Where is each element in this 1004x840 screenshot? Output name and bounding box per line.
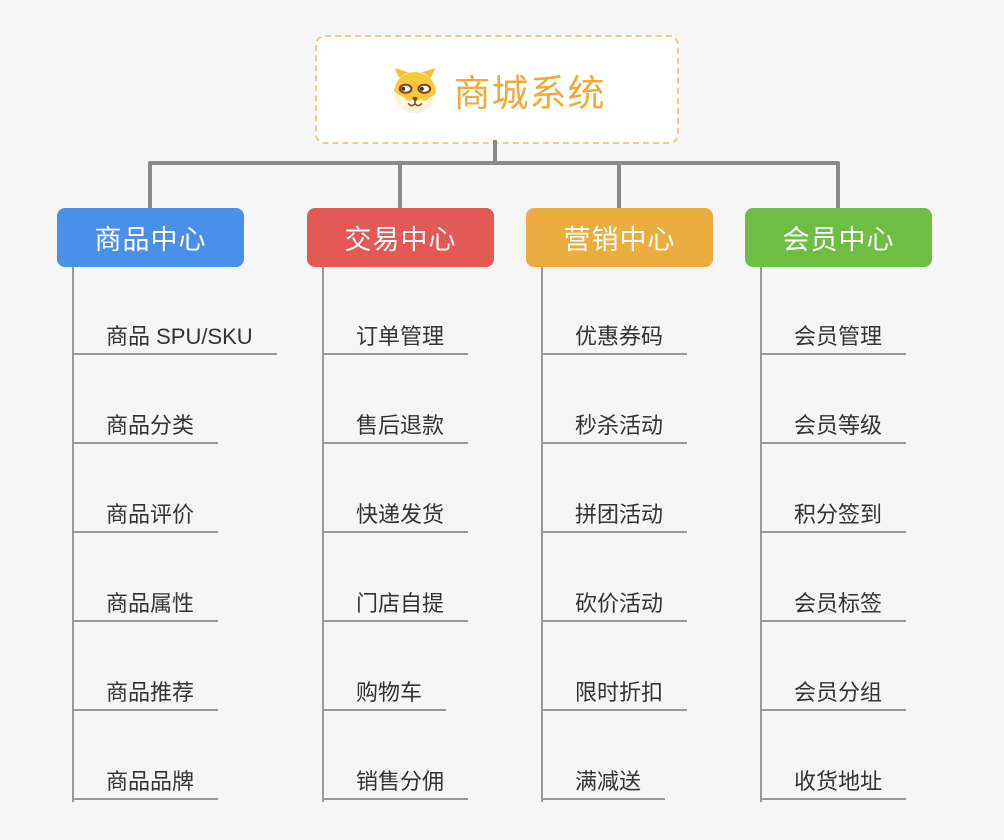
tree-item[interactable]: 快递发货 [322,499,469,533]
branch-spine [322,267,324,802]
branch-member-center: 会员中心 会员管理 会员等级 积分签到 会员标签 会员分组 收货地址 [745,208,995,818]
branch-header-trade[interactable]: 交易中心 [307,208,494,267]
root-node[interactable]: 商城系统 [315,35,679,144]
shiba-dog-icon [389,64,441,116]
tree-item[interactable]: 满减送 [541,766,666,800]
tree-item[interactable]: 会员管理 [760,321,907,355]
tree-item[interactable]: 购物车 [322,677,447,711]
connector-drop-marketing [617,163,621,208]
branch-marketing-center: 营销中心 优惠券码 秒杀活动 拼团活动 砍价活动 限时折扣 满减送 [526,208,776,818]
connector-root-stem [493,140,497,163]
tree-item[interactable]: 积分签到 [760,499,907,533]
connector-drop-product [148,163,152,208]
tree-item[interactable]: 商品推荐 [72,677,219,711]
branch-trade-center: 交易中心 订单管理 售后退款 快递发货 门店自提 购物车 销售分佣 [307,208,557,818]
tree-item[interactable]: 商品品牌 [72,766,219,800]
tree-item[interactable]: 商品 SPU/SKU [72,321,277,355]
tree-item[interactable]: 销售分佣 [322,766,469,800]
tree-item[interactable]: 会员标签 [760,588,907,622]
tree-item[interactable]: 售后退款 [322,410,469,444]
branch-spine [541,267,543,802]
branch-product-center: 商品中心 商品 SPU/SKU 商品分类 商品评价 商品属性 商品推荐 商品品牌 [57,208,307,818]
connector-horizontal-rail [148,161,840,165]
tree-item[interactable]: 砍价活动 [541,588,688,622]
tree-item[interactable]: 订单管理 [322,321,469,355]
tree-item[interactable]: 秒杀活动 [541,410,688,444]
tree-item[interactable]: 拼团活动 [541,499,688,533]
connector-drop-trade [398,163,402,208]
branch-spine [72,267,74,802]
branch-header-product[interactable]: 商品中心 [57,208,244,267]
branch-header-marketing[interactable]: 营销中心 [526,208,713,267]
tree-item[interactable]: 优惠券码 [541,321,688,355]
branch-spine [760,267,762,802]
tree-item[interactable]: 会员分组 [760,677,907,711]
tree-item[interactable]: 限时折扣 [541,677,688,711]
tree-item[interactable]: 商品评价 [72,499,219,533]
tree-item[interactable]: 商品分类 [72,410,219,444]
tree-item[interactable]: 会员等级 [760,410,907,444]
tree-item[interactable]: 收货地址 [760,766,907,800]
connector-drop-member [836,163,840,208]
tree-item[interactable]: 门店自提 [322,588,469,622]
root-title: 商城系统 [453,72,606,114]
branch-header-member[interactable]: 会员中心 [745,208,932,267]
tree-item[interactable]: 商品属性 [72,588,219,622]
